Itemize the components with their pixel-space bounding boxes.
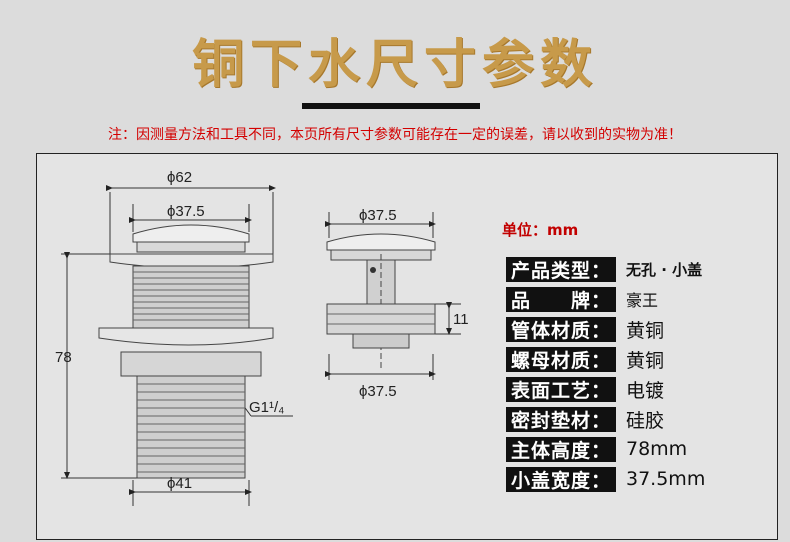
spec-value: 78mm	[626, 438, 688, 460]
spec-value: 黄铜	[626, 319, 665, 342]
bottom-dia-label: ϕ41	[167, 475, 192, 492]
measurement-notice: 注：因测量方法和工具不同，本页所有尺寸参数可能存在一定的误差，请以收到的实物为准…	[108, 127, 682, 143]
spec-value: 黄铜	[626, 349, 665, 372]
spec-label: 品 牌：	[506, 286, 616, 312]
cap-dia-left-label: ϕ37.5	[167, 203, 205, 220]
spec-row-body-material: 管体材质： 黄铜	[506, 315, 705, 343]
spec-value: 37.5mm	[626, 468, 706, 490]
spec-row-brand: 品 牌： 豪王	[506, 285, 705, 313]
spec-row-gasket: 密封垫材： 硅胶	[506, 405, 705, 433]
spec-label: 表面工艺：	[506, 376, 616, 402]
flange-dia-label: ϕ62	[167, 169, 192, 186]
spec-value: 硅胶	[626, 409, 665, 432]
body-height-label: 78	[55, 349, 72, 366]
spec-row-nut-material: 螺母材质： 黄铜	[506, 345, 705, 373]
spec-value: 无孔 · 小盖	[626, 260, 703, 279]
cap-dia-right-bottom-label: ϕ37.5	[359, 383, 397, 400]
spec-label: 螺母材质：	[506, 346, 616, 372]
thread-label: G1¹/₄	[249, 399, 284, 416]
page-title: 铜下水尺寸参数	[191, 35, 598, 95]
spec-label: 小盖宽度：	[506, 466, 616, 492]
spec-row-finish: 表面工艺： 电镀	[506, 375, 705, 403]
spec-table: 产品类型： 无孔 · 小盖 品 牌： 豪王 管体材质： 黄铜 螺母材质： 黄铜 …	[506, 255, 705, 495]
spec-label: 密封垫材：	[506, 406, 616, 432]
title-underline	[302, 103, 480, 109]
cap-dia-right-top-label: ϕ37.5	[359, 207, 397, 224]
spec-row-cap-width: 小盖宽度： 37.5mm	[506, 465, 705, 493]
spec-label: 管体材质：	[506, 316, 616, 342]
spec-row-type: 产品类型： 无孔 · 小盖	[506, 255, 705, 283]
unit-label: 单位：mm	[502, 221, 579, 239]
spec-value: 电镀	[626, 379, 665, 402]
spec-panel: ϕ62 ϕ37.5 78 G1¹/₄ ϕ41 ϕ37.5 11 ϕ37.5	[36, 153, 778, 540]
spec-label: 主体高度：	[506, 436, 616, 462]
spec-value: 豪王	[626, 291, 659, 310]
spec-row-height: 主体高度： 78mm	[506, 435, 705, 463]
technical-drawing: ϕ62 ϕ37.5 78 G1¹/₄ ϕ41 ϕ37.5 11 ϕ37.5	[55, 169, 469, 506]
cap-height-label: 11	[453, 311, 469, 328]
spec-label: 产品类型：	[506, 256, 616, 282]
